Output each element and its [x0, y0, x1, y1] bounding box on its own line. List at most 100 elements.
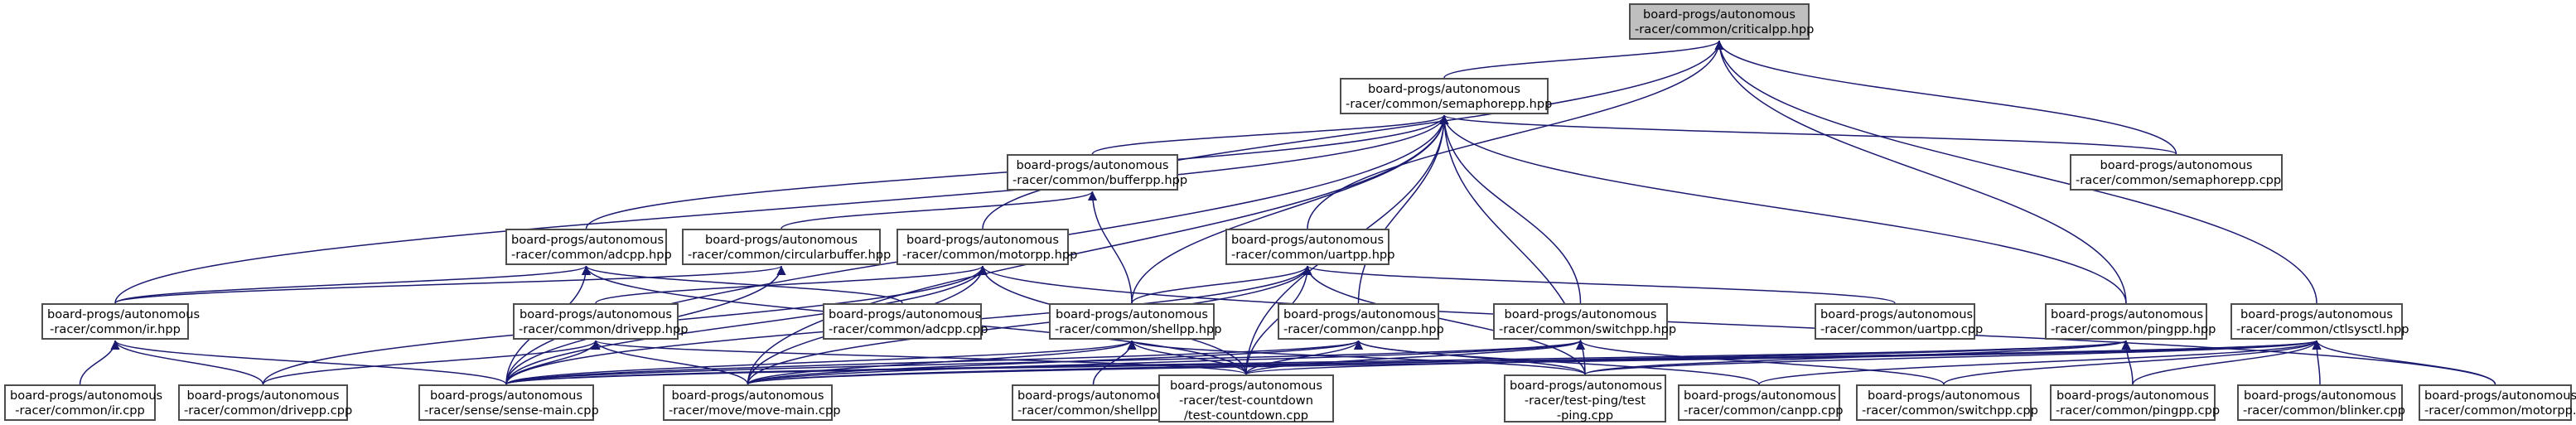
edge-move-main-cpp-to-switchpp-hpp [747, 340, 1585, 385]
file-node-label-line: board-progs/autonomous [10, 389, 163, 403]
file-node-label-line: board-progs/autonomous [1504, 307, 1657, 321]
edge-ir-hpp-to-circularbuffer-hpp [114, 265, 786, 304]
file-node-label-line: -racer/common/ir.hpp [50, 322, 181, 336]
file-node-semaphorepp-cpp[interactable]: board-progs/autonomous-racer/common/sema… [2070, 154, 2283, 191]
file-node-label-line: board-progs/autonomous [1017, 389, 1171, 403]
edge-sense-main-cpp-to-ctlsysctl-hpp [505, 340, 2321, 385]
file-node-label-line: board-progs/autonomous [1283, 307, 1437, 321]
file-node-canpp-cpp[interactable]: board-progs/autonomous-racer/common/canp… [1678, 384, 1844, 421]
edge-pingpp-cpp-to-ctlsysctl-hpp [2132, 340, 2322, 385]
file-node-label-line: board-progs/autonomous [2056, 389, 2210, 403]
file-node-drivepp-cpp[interactable]: board-progs/autonomous-racer/common/driv… [178, 384, 352, 421]
file-node-adcpp-cpp[interactable]: board-progs/autonomous-racer/common/adcp… [823, 303, 988, 340]
file-node-criticalpp-hpp: board-progs/autonomous-racer/common/crit… [1629, 3, 1815, 40]
edge-test-ping-cpp-to-canpp-hpp [1354, 340, 1586, 375]
file-node-label-line: board-progs/autonomous [429, 389, 583, 403]
file-node-label-line: board-progs/autonomous [829, 307, 982, 321]
edge-drivepp-cpp-to-drivepp-hpp [262, 340, 601, 385]
file-node-label-line: -racer/common/circularbuffer.hpp [688, 248, 892, 262]
file-node-label-line: -racer/common/canpp.hpp [1283, 322, 1444, 336]
file-node-label-line: board-progs/autonomous [2424, 389, 2576, 403]
edge-motorpp-hpp-to-criticalpp-hpp [982, 40, 1724, 229]
edge-semaphorepp-hpp-to-criticalpp-hpp [1443, 40, 1724, 79]
edge-semaphorepp-cpp-to-semaphorepp-hpp [1439, 114, 2177, 155]
file-node-ir-cpp[interactable]: board-progs/autonomous-racer/common/ir.c… [4, 384, 163, 421]
file-node-shellpp-cpp[interactable]: board-progs/autonomous-racer/common/shel… [1012, 384, 1184, 421]
file-node-label-line: -racer/common/bufferpp.hpp [1013, 173, 1188, 187]
edge-move-main-cpp-to-drivepp-hpp [591, 340, 749, 385]
file-node-move-main-cpp[interactable]: board-progs/autonomous-racer/move/move-m… [663, 384, 841, 421]
edge-ctlsysctl-hpp-to-criticalpp-hpp [1714, 40, 2317, 304]
edge-shellpp-hpp-to-uartpp-hpp [1131, 265, 1312, 304]
edge-switchpp-hpp-to-semaphorepp-hpp [1439, 114, 1582, 304]
file-node-label-line: board-progs/autonomous [1820, 307, 1974, 321]
file-node-pingpp-hpp[interactable]: board-progs/autonomous-racer/common/ping… [2045, 303, 2216, 340]
file-node-label-line: board-progs/autonomous [704, 233, 858, 247]
file-node-label-line: -racer/common/semaphorepp.cpp [2076, 173, 2282, 187]
edge-circularbuffer-hpp-to-bufferpp-hpp [781, 191, 1097, 229]
file-node-drivepp-hpp[interactable]: board-progs/autonomous-racer/common/driv… [513, 303, 689, 340]
edge-shellpp-hpp-to-bufferpp-hpp [1088, 191, 1133, 304]
file-node-label-line: -racer/common/drivepp.hpp [519, 322, 689, 336]
file-node-adcpp-hpp[interactable]: board-progs/autonomous-racer/common/adcp… [505, 229, 672, 265]
file-node-switchpp-hpp[interactable]: board-progs/autonomous-racer/common/swit… [1493, 303, 1676, 340]
file-node-test-ping-cpp[interactable]: board-progs/autonomous-racer/test-ping/t… [1504, 374, 1666, 423]
file-node-label-line: board-progs/autonomous [1867, 389, 2021, 403]
edge-sense-main-cpp-to-motorpp-hpp [505, 265, 988, 385]
file-node-label-line: board-progs/autonomous [1231, 233, 1385, 247]
file-node-label-line: -racer/common/adcpp.hpp [511, 248, 672, 262]
file-node-label-line: board-progs/autonomous [2243, 389, 2397, 403]
file-node-label-line: -racer/move/move-main.cpp [669, 403, 841, 418]
file-node-label-line: -racer/common/uartpp.cpp [1820, 322, 1984, 336]
file-node-pingpp-cpp[interactable]: board-progs/autonomous-racer/common/ping… [2050, 384, 2220, 421]
edge-drivepp-cpp-to-ir-hpp [110, 340, 264, 385]
file-node-motorpp-hpp[interactable]: board-progs/autonomous-racer/common/moto… [897, 229, 1077, 265]
file-node-uartpp-cpp[interactable]: board-progs/autonomous-racer/common/uart… [1815, 303, 1984, 340]
file-node-motorpp-cpp[interactable]: board-progs/autonomous-racer/common/moto… [2419, 384, 2576, 421]
file-node-label-line: board-progs/autonomous [906, 233, 1060, 247]
file-node-switchpp-cpp[interactable]: board-progs/autonomous-racer/common/swit… [1856, 384, 2038, 421]
file-node-circularbuffer-hpp[interactable]: board-progs/autonomous-racer/common/circ… [682, 229, 892, 265]
file-node-ir-hpp[interactable]: board-progs/autonomous-racer/common/ir.h… [41, 303, 200, 340]
file-node-label-line: board-progs/autonomous [1016, 158, 1169, 172]
file-node-label-line: board-progs/autonomous [2240, 307, 2394, 321]
file-node-shellpp-hpp[interactable]: board-progs/autonomous-racer/common/shel… [1049, 303, 1222, 340]
edge-pingpp-hpp-to-semaphorepp-hpp [1439, 114, 2127, 304]
edge-ir-hpp-to-adcpp-hpp [114, 265, 591, 304]
file-node-label-line: -racer/common/motorpp.cpp [2424, 403, 2576, 418]
file-node-label-line: -racer/common/criticalpp.hpp [1635, 22, 1815, 36]
file-node-semaphorepp-hpp[interactable]: board-progs/autonomous-racer/common/sema… [1340, 78, 1553, 114]
file-node-label-line: board-progs/autonomous [2100, 158, 2253, 172]
edge-test-ping-cpp-to-ctlsysctl-hpp [1584, 340, 2321, 375]
edge-pingpp-hpp-to-criticalpp-hpp [1714, 40, 2127, 304]
file-node-uartpp-hpp[interactable]: board-progs/autonomous-racer/common/uart… [1225, 229, 1394, 265]
file-node-label-line: board-progs/autonomous [1684, 389, 1837, 403]
edge-test-countdown-cpp-to-drivepp-hpp [591, 340, 1247, 375]
edge-sense-main-cpp-to-canpp-hpp [505, 340, 1363, 385]
edge-uartpp-cpp-to-uartpp-hpp [1302, 265, 1896, 304]
edge-move-main-cpp-to-semaphorepp-hpp [747, 114, 1449, 385]
file-node-label-line: board-progs/autonomous [1055, 307, 1209, 321]
file-node-label-line: board-progs/autonomous [2051, 307, 2204, 321]
file-node-label-line: -racer/common/adcpp.cpp [829, 322, 988, 336]
edges-layer [79, 40, 2496, 385]
file-node-canpp-hpp[interactable]: board-progs/autonomous-racer/common/canp… [1278, 303, 1444, 340]
file-node-label-line: -racer/common/blinker.cpp [2243, 403, 2405, 418]
edge-sense-main-cpp-to-switchpp-hpp [505, 340, 1585, 385]
file-node-label-line: board-progs/autonomous [1169, 379, 1323, 393]
file-node-label-line: board-progs/autonomous [186, 389, 340, 403]
file-node-label-line: -racer/common/semaphorepp.hpp [1346, 97, 1553, 111]
edge-motorpp-cpp-to-ctlsysctl-hpp [2312, 340, 2496, 385]
file-node-blinker-cpp[interactable]: board-progs/autonomous-racer/common/blin… [2237, 384, 2405, 421]
file-node-label-line: -racer/common/ir.cpp [15, 403, 145, 418]
edge-blinker-cpp-to-ctlsysctl-hpp [2312, 340, 2322, 385]
file-node-test-countdown-cpp[interactable]: board-progs/autonomous-racer/test-countd… [1158, 374, 1334, 423]
edge-drivepp-hpp-to-motorpp-hpp [595, 265, 988, 304]
file-node-sense-main-cpp[interactable]: board-progs/autonomous-racer/sense/sense… [418, 384, 599, 421]
edge-move-main-cpp-to-ctlsysctl-hpp [747, 340, 2321, 385]
edge-semaphorepp-cpp-to-criticalpp-hpp [1714, 40, 2177, 155]
file-node-bufferpp-hpp[interactable]: board-progs/autonomous-racer/common/buff… [1007, 154, 1188, 191]
file-node-label-line: -racer/common/shellpp.cpp [1017, 403, 1184, 418]
file-node-ctlsysctl-hpp[interactable]: board-progs/autonomous-racer/common/ctls… [2230, 303, 2409, 340]
edge-uartpp-hpp-to-criticalpp-hpp [1307, 40, 1724, 229]
